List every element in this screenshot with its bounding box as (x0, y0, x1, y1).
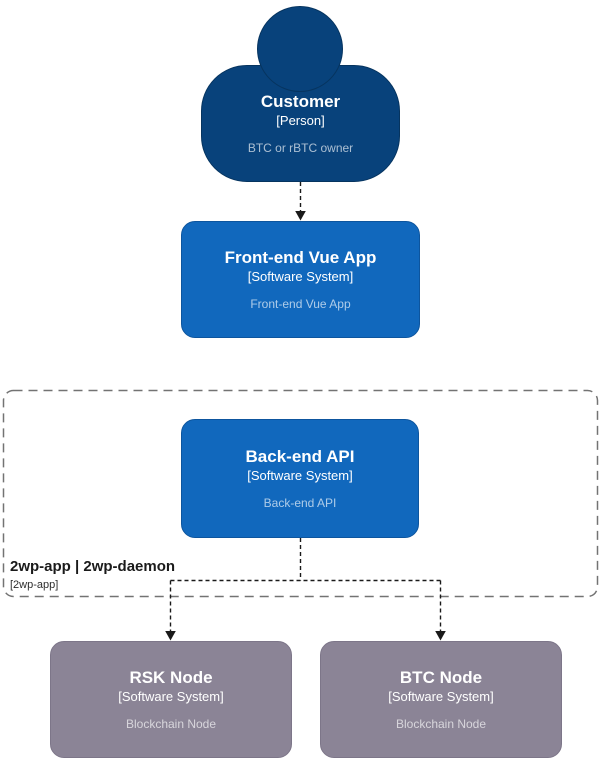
node-description: Blockchain Node (395, 717, 487, 731)
node-description: Front-end Vue App (250, 297, 351, 311)
node-title: RSK Node (129, 668, 213, 687)
person-head-icon (257, 6, 343, 92)
node-type-label: [Person] (276, 113, 325, 128)
node-type-label: [Software System] (247, 468, 353, 483)
node-title: Back-end API (245, 447, 355, 466)
node-type-label: [Software System] (388, 689, 494, 704)
boundary-label: 2wp-app | 2wp-daemon [2wp-app] (10, 557, 175, 592)
boundary-2wp-app (2, 389, 599, 598)
node-description: Blockchain Node (125, 717, 217, 731)
node-title: Customer (260, 92, 341, 111)
node-rsk-node: RSK Node [Software System] Blockchain No… (50, 641, 292, 758)
node-description: BTC or rBTC owner (247, 141, 354, 155)
node-btc-node: BTC Node [Software System] Blockchain No… (320, 641, 562, 758)
node-title: BTC Node (399, 668, 483, 687)
boundary-title: 2wp-app | 2wp-daemon (10, 558, 176, 575)
node-type-label: [Software System] (247, 269, 354, 284)
arrowhead-icon (435, 631, 446, 641)
node-type-label: [Software System] (118, 689, 224, 704)
node-description: Back-end API (263, 496, 337, 510)
arrowhead-icon (295, 211, 306, 221)
arrowhead-icon (165, 631, 176, 641)
node-backend-api: Back-end API [Software System] Back-end … (181, 419, 419, 538)
node-title: Front-end Vue App (224, 248, 377, 267)
boundary-type-label: [2wp-app] (10, 579, 59, 591)
node-frontend-vue-app: Front-end Vue App [Software System] Fron… (181, 221, 420, 338)
